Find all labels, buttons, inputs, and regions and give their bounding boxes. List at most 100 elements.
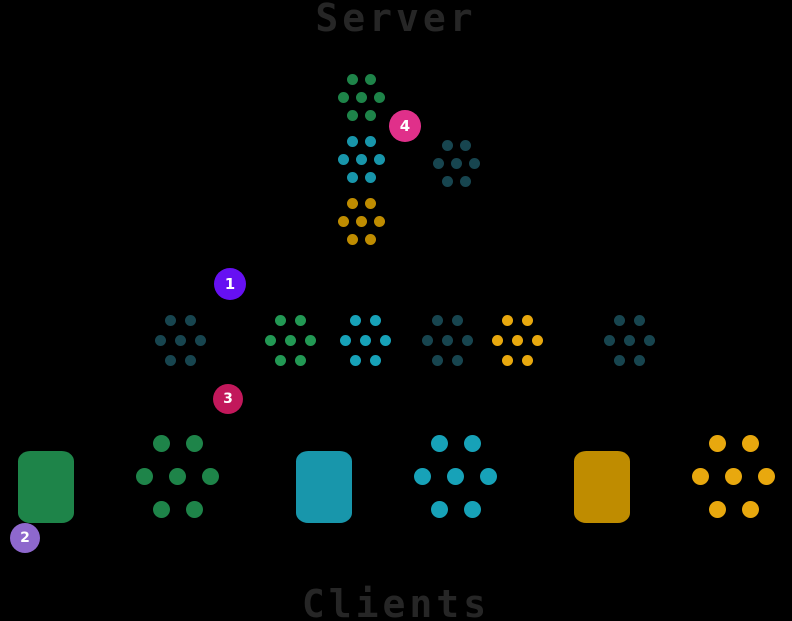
node-dot bbox=[502, 355, 513, 366]
node-dot bbox=[430, 435, 448, 452]
server-node-group-teal[interactable] bbox=[338, 136, 385, 183]
annotation-badge-label: 2 bbox=[20, 530, 30, 546]
server-tier-title: Server bbox=[315, 0, 477, 40]
node-dot bbox=[460, 140, 471, 151]
node-dot bbox=[356, 154, 367, 165]
node-dot bbox=[338, 92, 349, 103]
clients-tier-title: Clients bbox=[301, 582, 491, 621]
node-dot bbox=[460, 176, 471, 187]
middle-node-group-5[interactable] bbox=[492, 315, 543, 366]
server-node-group-green[interactable] bbox=[338, 74, 385, 121]
database-cylinder-body bbox=[574, 451, 630, 523]
node-dot bbox=[275, 315, 286, 326]
client-node-group-teal[interactable] bbox=[414, 435, 497, 518]
server-node-group-gold[interactable] bbox=[338, 198, 385, 245]
node-dot bbox=[462, 335, 473, 346]
node-dot bbox=[469, 158, 480, 169]
node-dot bbox=[356, 216, 367, 227]
middle-node-group-3[interactable] bbox=[340, 315, 391, 366]
node-dot bbox=[492, 335, 503, 346]
client-database-green[interactable] bbox=[18, 451, 74, 523]
node-dot bbox=[725, 468, 742, 485]
node-dot bbox=[185, 355, 196, 366]
client-node-group-gold[interactable] bbox=[692, 435, 775, 518]
node-dot bbox=[152, 501, 170, 518]
annotation-badge-4[interactable]: 4 bbox=[389, 110, 421, 142]
node-dot bbox=[365, 234, 376, 245]
server-node-group-inactive[interactable] bbox=[433, 140, 480, 187]
annotation-badge-label: 1 bbox=[224, 274, 236, 293]
database-cylinder-body bbox=[296, 451, 352, 523]
node-dot bbox=[275, 355, 286, 366]
node-dot bbox=[169, 468, 186, 485]
middle-node-group-6[interactable] bbox=[604, 315, 655, 366]
client-database-teal[interactable] bbox=[296, 451, 352, 523]
node-dot bbox=[374, 154, 385, 165]
node-dot bbox=[338, 154, 349, 165]
node-dot bbox=[432, 355, 443, 366]
node-dot bbox=[432, 315, 443, 326]
node-dot bbox=[350, 315, 361, 326]
annotation-badge-2[interactable]: 2 bbox=[10, 523, 40, 553]
node-dot bbox=[708, 435, 726, 452]
node-dot bbox=[532, 335, 543, 346]
node-dot bbox=[374, 92, 385, 103]
node-dot bbox=[365, 110, 376, 121]
node-dot bbox=[136, 468, 153, 485]
middle-node-group-2[interactable] bbox=[265, 315, 316, 366]
middle-node-group-1[interactable] bbox=[155, 315, 206, 366]
node-dot bbox=[305, 335, 316, 346]
node-dot bbox=[185, 435, 203, 452]
node-dot bbox=[741, 501, 759, 518]
node-dot bbox=[614, 315, 625, 326]
node-dot bbox=[360, 335, 371, 346]
node-dot bbox=[338, 216, 349, 227]
node-dot bbox=[522, 315, 533, 326]
node-dot bbox=[365, 74, 376, 85]
node-dot bbox=[152, 435, 170, 452]
node-dot bbox=[624, 335, 635, 346]
node-dot bbox=[447, 468, 464, 485]
node-dot bbox=[414, 468, 431, 485]
node-dot bbox=[350, 355, 361, 366]
node-dot bbox=[644, 335, 655, 346]
node-dot bbox=[374, 216, 385, 227]
node-dot bbox=[502, 315, 513, 326]
node-dot bbox=[265, 335, 276, 346]
node-dot bbox=[165, 315, 176, 326]
node-dot bbox=[741, 435, 759, 452]
database-cylinder-body bbox=[18, 451, 74, 523]
node-dot bbox=[522, 355, 533, 366]
node-dot bbox=[340, 335, 351, 346]
node-dot bbox=[433, 158, 444, 169]
node-dot bbox=[295, 355, 306, 366]
node-dot bbox=[634, 355, 645, 366]
node-dot bbox=[708, 501, 726, 518]
node-dot bbox=[512, 335, 523, 346]
node-dot bbox=[185, 315, 196, 326]
annotation-badge-3[interactable]: 3 bbox=[213, 384, 243, 414]
node-dot bbox=[347, 110, 358, 121]
middle-node-group-4[interactable] bbox=[422, 315, 473, 366]
client-node-group-green[interactable] bbox=[136, 435, 219, 518]
node-dot bbox=[614, 355, 625, 366]
node-dot bbox=[463, 435, 481, 452]
node-dot bbox=[347, 234, 358, 245]
node-dot bbox=[185, 501, 203, 518]
node-dot bbox=[347, 198, 358, 209]
node-dot bbox=[442, 140, 453, 151]
node-dot bbox=[155, 335, 166, 346]
node-dot bbox=[451, 158, 462, 169]
node-dot bbox=[463, 501, 481, 518]
annotation-badge-label: 4 bbox=[399, 116, 411, 135]
node-dot bbox=[347, 172, 358, 183]
node-dot bbox=[365, 198, 376, 209]
node-dot bbox=[442, 335, 453, 346]
node-dot bbox=[634, 315, 645, 326]
client-database-gold[interactable] bbox=[574, 451, 630, 523]
node-dot bbox=[365, 136, 376, 147]
node-dot bbox=[452, 315, 463, 326]
node-dot bbox=[370, 315, 381, 326]
annotation-badge-1[interactable]: 1 bbox=[214, 268, 246, 300]
